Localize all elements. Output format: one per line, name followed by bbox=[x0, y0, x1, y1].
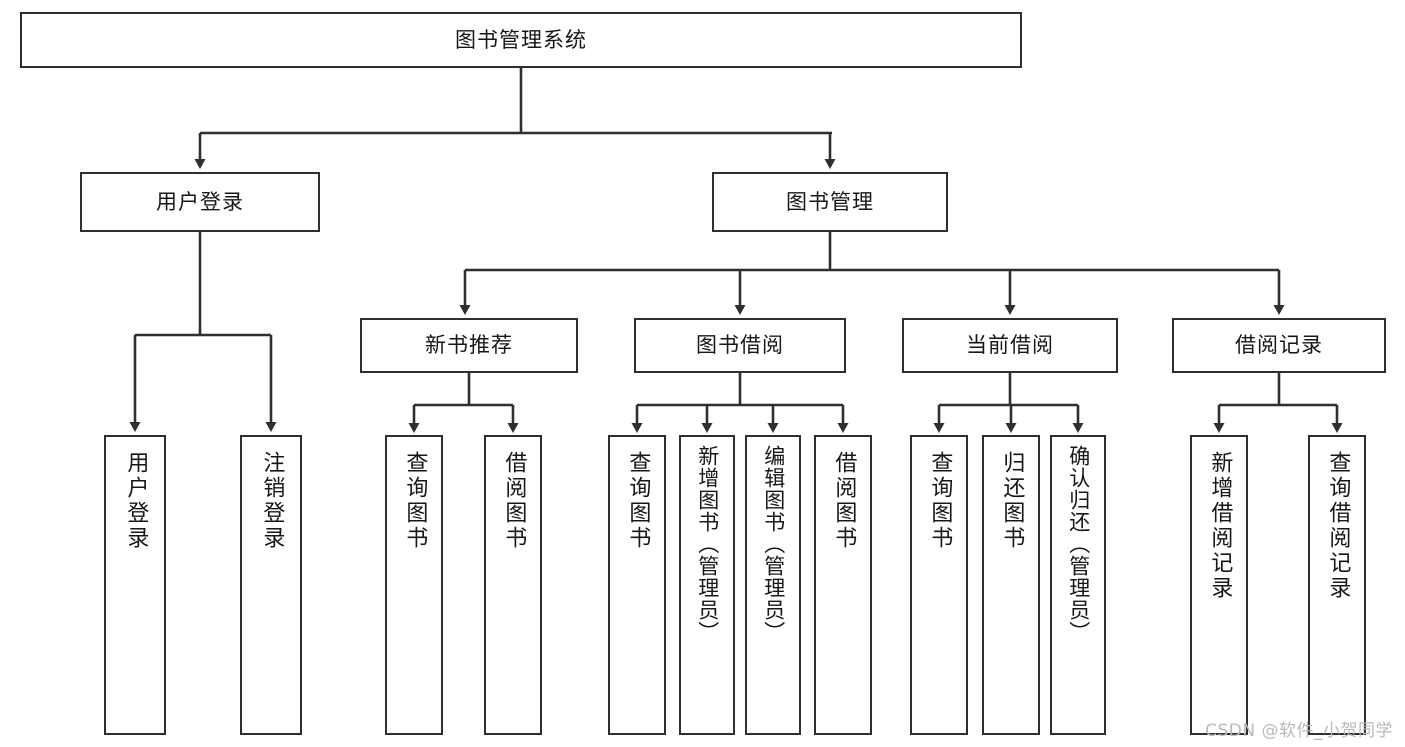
node-leaf-query-book-1[interactable]: 查询图书 bbox=[385, 435, 443, 735]
node-leaf-borrow-book-1[interactable]: 借阅图书 bbox=[484, 435, 542, 735]
node-user-login[interactable]: 用户登录 bbox=[80, 172, 320, 232]
node-leaf-confirm-return-label: 确认归还（管理员） bbox=[1066, 445, 1091, 643]
node-leaf-borrow-book-2[interactable]: 借阅图书 bbox=[814, 435, 872, 735]
watermark-text: CSDN @软件_小贺同学 bbox=[1205, 721, 1393, 741]
node-leaf-edit-book[interactable]: 编辑图书（管理员） bbox=[745, 435, 801, 735]
node-root[interactable]: 图书管理系统 bbox=[20, 12, 1022, 68]
node-leaf-borrow-book-1-label: 借阅图书 bbox=[501, 451, 527, 551]
node-leaf-query-record-label: 查询借阅记录 bbox=[1325, 451, 1351, 601]
node-book-manage[interactable]: 图书管理 bbox=[712, 172, 948, 232]
node-leaf-return-book-label: 归还图书 bbox=[999, 451, 1025, 551]
node-leaf-add-book-label: 新增图书（管理员） bbox=[695, 445, 720, 643]
node-root-label: 图书管理系统 bbox=[455, 27, 587, 52]
node-current-borrow-label: 当前借阅 bbox=[966, 333, 1054, 358]
node-leaf-query-book-2-label: 查询图书 bbox=[625, 451, 651, 551]
node-leaf-query-book-3-label: 查询图书 bbox=[927, 451, 953, 551]
node-new-book-rec[interactable]: 新书推荐 bbox=[360, 318, 578, 373]
node-leaf-borrow-book-2-label: 借阅图书 bbox=[831, 451, 857, 551]
node-leaf-user-logout[interactable]: 注销登录 bbox=[240, 435, 302, 735]
node-leaf-query-record[interactable]: 查询借阅记录 bbox=[1308, 435, 1366, 735]
node-leaf-user-login-label: 用户登录 bbox=[123, 451, 149, 551]
node-book-borrow[interactable]: 图书借阅 bbox=[634, 318, 846, 373]
node-leaf-confirm-return[interactable]: 确认归还（管理员） bbox=[1050, 435, 1106, 735]
node-leaf-return-book[interactable]: 归还图书 bbox=[982, 435, 1040, 735]
node-leaf-query-book-2[interactable]: 查询图书 bbox=[608, 435, 666, 735]
node-book-borrow-label: 图书借阅 bbox=[696, 333, 784, 358]
node-new-book-rec-label: 新书推荐 bbox=[425, 333, 513, 358]
node-leaf-user-login[interactable]: 用户登录 bbox=[104, 435, 166, 735]
node-leaf-edit-book-label: 编辑图书（管理员） bbox=[761, 445, 786, 643]
node-leaf-user-logout-label: 注销登录 bbox=[259, 451, 285, 551]
node-leaf-add-record-label: 新增借阅记录 bbox=[1207, 451, 1233, 601]
node-borrow-record-label: 借阅记录 bbox=[1235, 333, 1323, 358]
node-leaf-add-record[interactable]: 新增借阅记录 bbox=[1190, 435, 1248, 735]
node-borrow-record[interactable]: 借阅记录 bbox=[1172, 318, 1386, 373]
node-leaf-query-book-3[interactable]: 查询图书 bbox=[910, 435, 968, 735]
node-current-borrow[interactable]: 当前借阅 bbox=[902, 318, 1118, 373]
node-book-manage-label: 图书管理 bbox=[786, 189, 874, 214]
node-leaf-query-book-1-label: 查询图书 bbox=[402, 451, 428, 551]
node-leaf-add-book[interactable]: 新增图书（管理员） bbox=[679, 435, 735, 735]
node-user-login-label: 用户登录 bbox=[156, 189, 244, 214]
